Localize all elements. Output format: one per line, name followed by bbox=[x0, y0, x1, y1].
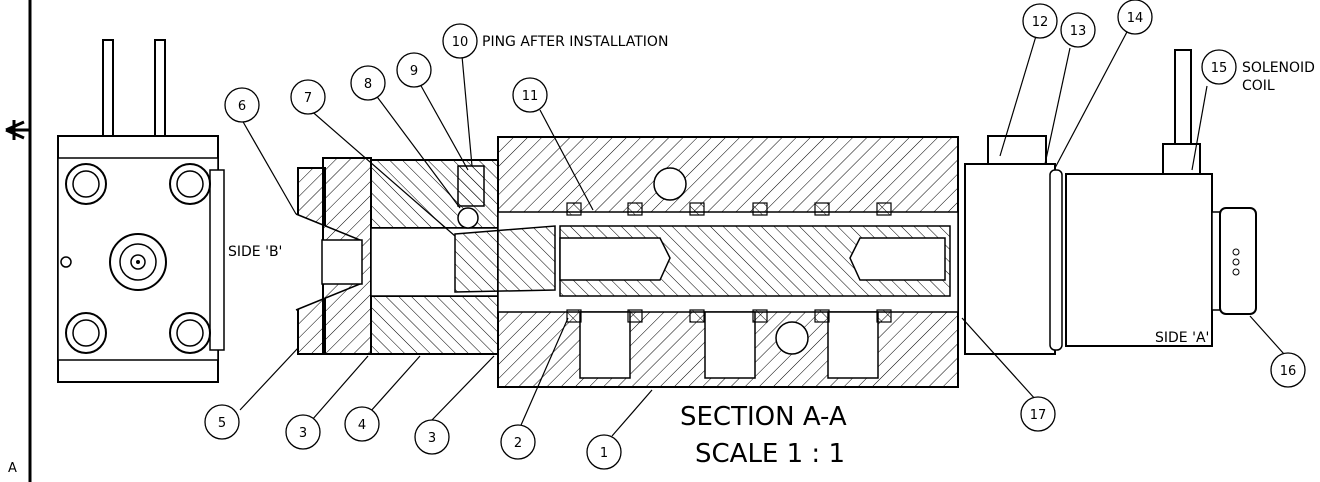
balloon-12 bbox=[1022, 3, 1058, 39]
zone-letter: A bbox=[8, 461, 17, 476]
spool bbox=[454, 225, 951, 297]
side-b-label: SIDE 'B' bbox=[228, 244, 282, 260]
solenoid-adapter bbox=[964, 135, 1063, 355]
balloon-15 bbox=[1201, 49, 1237, 85]
balloon-text-8: 8 bbox=[364, 77, 372, 92]
plug-screw bbox=[457, 165, 485, 229]
balloon-text-3b: 3 bbox=[428, 431, 436, 446]
section-arrow-icon bbox=[5, 120, 30, 140]
balloon-text-2: 2 bbox=[514, 436, 522, 451]
balloon-text-12: 12 bbox=[1032, 15, 1049, 30]
balloon-9 bbox=[396, 52, 432, 88]
balloon-text-14: 14 bbox=[1127, 11, 1144, 26]
balloon-2 bbox=[500, 424, 536, 460]
hex-bolt-icon bbox=[72, 170, 100, 198]
balloon-text-15: 15 bbox=[1211, 61, 1228, 76]
hex-bolt-icon bbox=[176, 319, 204, 347]
balloon-text-6: 6 bbox=[238, 99, 246, 114]
balloon-text-13: 13 bbox=[1070, 24, 1087, 39]
balloon-text-17: 17 bbox=[1030, 408, 1047, 423]
balloon-text-1: 1 bbox=[600, 446, 608, 461]
balloon-10 bbox=[442, 23, 478, 59]
balloon-text-9: 9 bbox=[410, 64, 418, 79]
balloon-text-4: 4 bbox=[358, 418, 366, 433]
ping-note: PING AFTER INSTALLATION bbox=[482, 34, 668, 50]
balloon-3b bbox=[414, 419, 450, 455]
balloon-14 bbox=[1117, 0, 1153, 35]
hex-bolt-icon bbox=[72, 319, 100, 347]
solenoid-label: SOLENOID bbox=[1242, 60, 1315, 76]
balloon-text-16: 16 bbox=[1280, 364, 1297, 379]
hex-bolt-icon bbox=[176, 170, 204, 198]
balloon-1 bbox=[586, 434, 622, 470]
balloon-11 bbox=[512, 77, 548, 113]
leader-lines bbox=[239, 29, 1285, 437]
balloon-8 bbox=[350, 65, 386, 101]
balloon-numbers: 1 2 3 3 4 5 6 7 8 9 10 11 12 13 14 15 16… bbox=[218, 11, 1296, 461]
o-rings bbox=[566, 202, 892, 323]
balloon-text-5: 5 bbox=[218, 416, 226, 431]
balloon-text-11: 11 bbox=[522, 89, 539, 104]
balloon-3a bbox=[285, 414, 321, 450]
end-cap bbox=[295, 157, 372, 355]
solenoid-coil bbox=[1065, 49, 1257, 347]
coil-label: COIL bbox=[1242, 78, 1275, 94]
balloon-6 bbox=[224, 87, 260, 123]
part-balloons bbox=[204, 0, 1306, 470]
end-view-side-b bbox=[57, 39, 225, 383]
balloon-4 bbox=[344, 406, 380, 442]
balloon-text-10: 10 bbox=[452, 35, 469, 50]
balloon-text-3a: 3 bbox=[299, 426, 307, 441]
section-title: SECTION A-A bbox=[680, 402, 847, 432]
side-a-label: SIDE 'A' bbox=[1155, 330, 1209, 346]
scale-label: SCALE 1 : 1 bbox=[695, 439, 845, 469]
balloon-17 bbox=[1020, 396, 1056, 432]
balloon-5 bbox=[204, 404, 240, 440]
balloon-7 bbox=[290, 79, 326, 115]
sheet-border: A bbox=[5, 0, 32, 482]
balloon-16 bbox=[1270, 352, 1306, 388]
balloon-13 bbox=[1060, 12, 1096, 48]
balloon-text-7: 7 bbox=[304, 91, 312, 106]
